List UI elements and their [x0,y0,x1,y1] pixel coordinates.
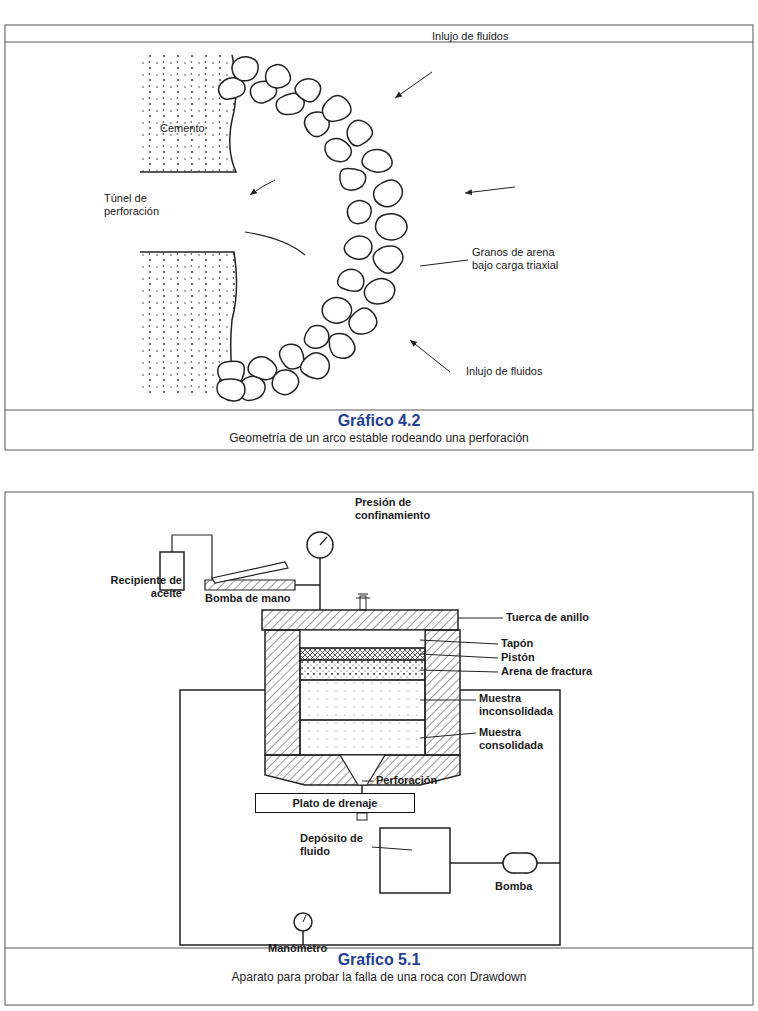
part-label: Bomba [495,880,555,893]
sand-grain [300,353,329,379]
part-label: Túnel de perforación [104,192,184,217]
sand-grain [347,200,371,223]
drain-plate: Plato de drenaje [255,793,415,813]
sand-grain [349,308,377,334]
part-label: Muestra inconsolidada [479,692,569,717]
node-text: Plato de drenaje [293,797,378,809]
part-label: Recipiente de aceite [104,574,182,599]
sand-grain [322,95,351,121]
part-label: Bomba de mano [205,592,300,605]
sand-grain [325,139,351,162]
part-label: Perforación [376,774,466,787]
sand-grain [322,298,351,324]
figure-number: Gráfico 4.2 [0,412,758,430]
sand-grain [338,269,364,291]
figure-number: Grafico 5.1 [0,951,758,969]
sand-grain [344,236,372,259]
part-label: Tapón [501,637,561,650]
sand-grain [347,120,372,146]
part-label: Tuerca de anillo [506,611,616,624]
sand-grain [374,180,403,207]
part-label: Inlujo de fluidos [432,30,542,43]
part-label: Inlujo de fluidos [466,365,576,378]
sand-grain [340,168,366,190]
sand-grain [329,333,355,358]
part-label: Pistón [501,651,561,664]
figure-caption: Geometría de un arco estable rodeando un… [0,432,758,446]
sand-grain [217,379,245,401]
sand-grain [304,326,329,349]
sand-grain [232,57,258,81]
sand-grain [295,79,321,102]
part-label: Arena de fractura [501,665,621,678]
part-label: Presión de confinamiento [355,496,450,521]
figure-caption: Aparato para probar la falla de una roca… [0,971,758,985]
sand-grain [272,370,298,395]
sand-grain [364,278,394,304]
sand-grain [362,149,392,172]
sand-grain [376,214,407,240]
sand-grain [373,246,403,273]
part-label: Cemento [160,122,230,135]
part-label: Manómetro [268,942,348,955]
part-label: Depósito de fluido [300,832,370,857]
part-label: Muestra consolidada [479,726,569,751]
part-label: Granos de arena bajo carga triaxial [472,246,572,271]
sand-grain [266,65,291,88]
